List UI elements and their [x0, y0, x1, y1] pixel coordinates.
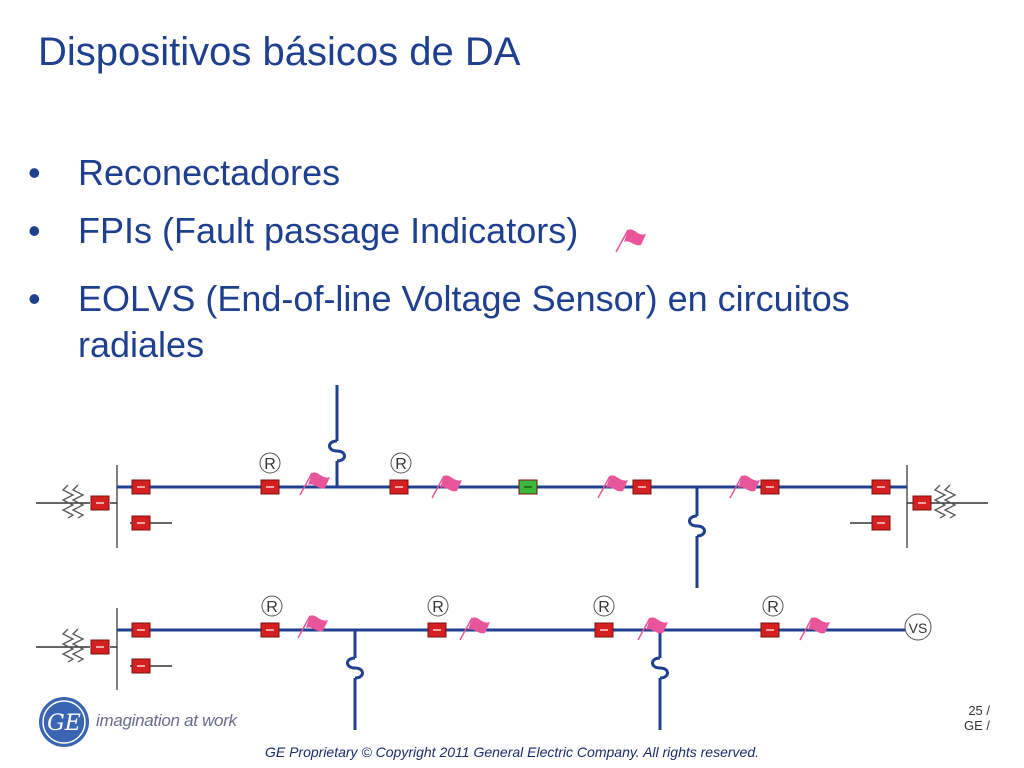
- recloser-symbol: [390, 452, 412, 474]
- ge-logo: GE: [36, 694, 256, 750]
- bullet-text: FPIs (Fault passage Indicators): [78, 210, 579, 251]
- flag-pole: [637, 617, 651, 641]
- flag-pole: [459, 617, 473, 641]
- recloser-symbol: [261, 595, 283, 617]
- recloser-symbol: [427, 595, 449, 617]
- transformer-coil-icon: [933, 484, 947, 519]
- recloser-label: R: [264, 456, 276, 473]
- fuse-icon: [328, 439, 346, 463]
- ge-monogram-icon: GE: [39, 697, 89, 747]
- recloser-label: R: [767, 599, 779, 616]
- tagline: imagination at work: [96, 711, 237, 730]
- fpi-flag-icon: [468, 617, 490, 634]
- logo-text: GE: [47, 711, 81, 736]
- page-number-sub: GE /: [963, 718, 990, 733]
- fpi-flag-icon: [306, 615, 328, 632]
- transformer-coil-icon: [71, 628, 85, 663]
- recloser-label: R: [598, 599, 610, 616]
- fuse-icon: [346, 656, 364, 680]
- flag-pole: [615, 229, 629, 253]
- recloser-label: R: [432, 599, 444, 616]
- transformer-coil-icon: [943, 484, 957, 519]
- copyright-footer: GE Proprietary © Copyright 2011 General …: [264, 744, 760, 760]
- bullet-marker: •: [28, 152, 41, 193]
- fpi-flag-icon: [440, 475, 462, 492]
- fuse-icon: [688, 514, 706, 538]
- flag-pole: [431, 475, 445, 499]
- voltage-sensor-label: VS: [909, 620, 928, 636]
- fpi-flag-icon: [606, 475, 628, 492]
- bullet-marker: •: [28, 210, 41, 251]
- fpi-flag-icon: [738, 475, 760, 492]
- fpi-flag-icon: [646, 617, 668, 634]
- recloser-label: R: [395, 456, 407, 473]
- recloser-symbol: [593, 595, 615, 617]
- transformer-coil-icon: [61, 484, 75, 519]
- page-number-top: 25 /: [968, 703, 990, 718]
- recloser-symbol: [762, 595, 784, 617]
- page-number: 25 / GE /: [964, 703, 990, 733]
- bullet-marker: •: [28, 278, 41, 319]
- bullet-text: EOLVS (End-of-line Voltage Sensor) en ci…: [78, 278, 850, 365]
- flag-pole: [299, 472, 313, 496]
- flag-pole: [799, 617, 813, 641]
- recloser-label: R: [266, 599, 278, 616]
- fpi-flag-icon: [308, 472, 330, 489]
- voltage-sensor-symbol: [904, 613, 932, 641]
- slide-title: Dispositivos básicos de DA: [38, 30, 521, 74]
- fpi-flag-icon: [808, 617, 830, 634]
- flag-pole: [297, 615, 311, 639]
- transformer-coil-icon: [71, 484, 85, 519]
- flag-pole: [729, 475, 743, 499]
- transformer-coil-icon: [61, 628, 75, 663]
- bullet-text: Reconectadores: [78, 152, 341, 193]
- fuse-icon: [651, 656, 669, 680]
- fpi-flag-icon: [624, 229, 646, 246]
- recloser-symbol: [259, 452, 281, 474]
- flag-pole: [597, 475, 611, 499]
